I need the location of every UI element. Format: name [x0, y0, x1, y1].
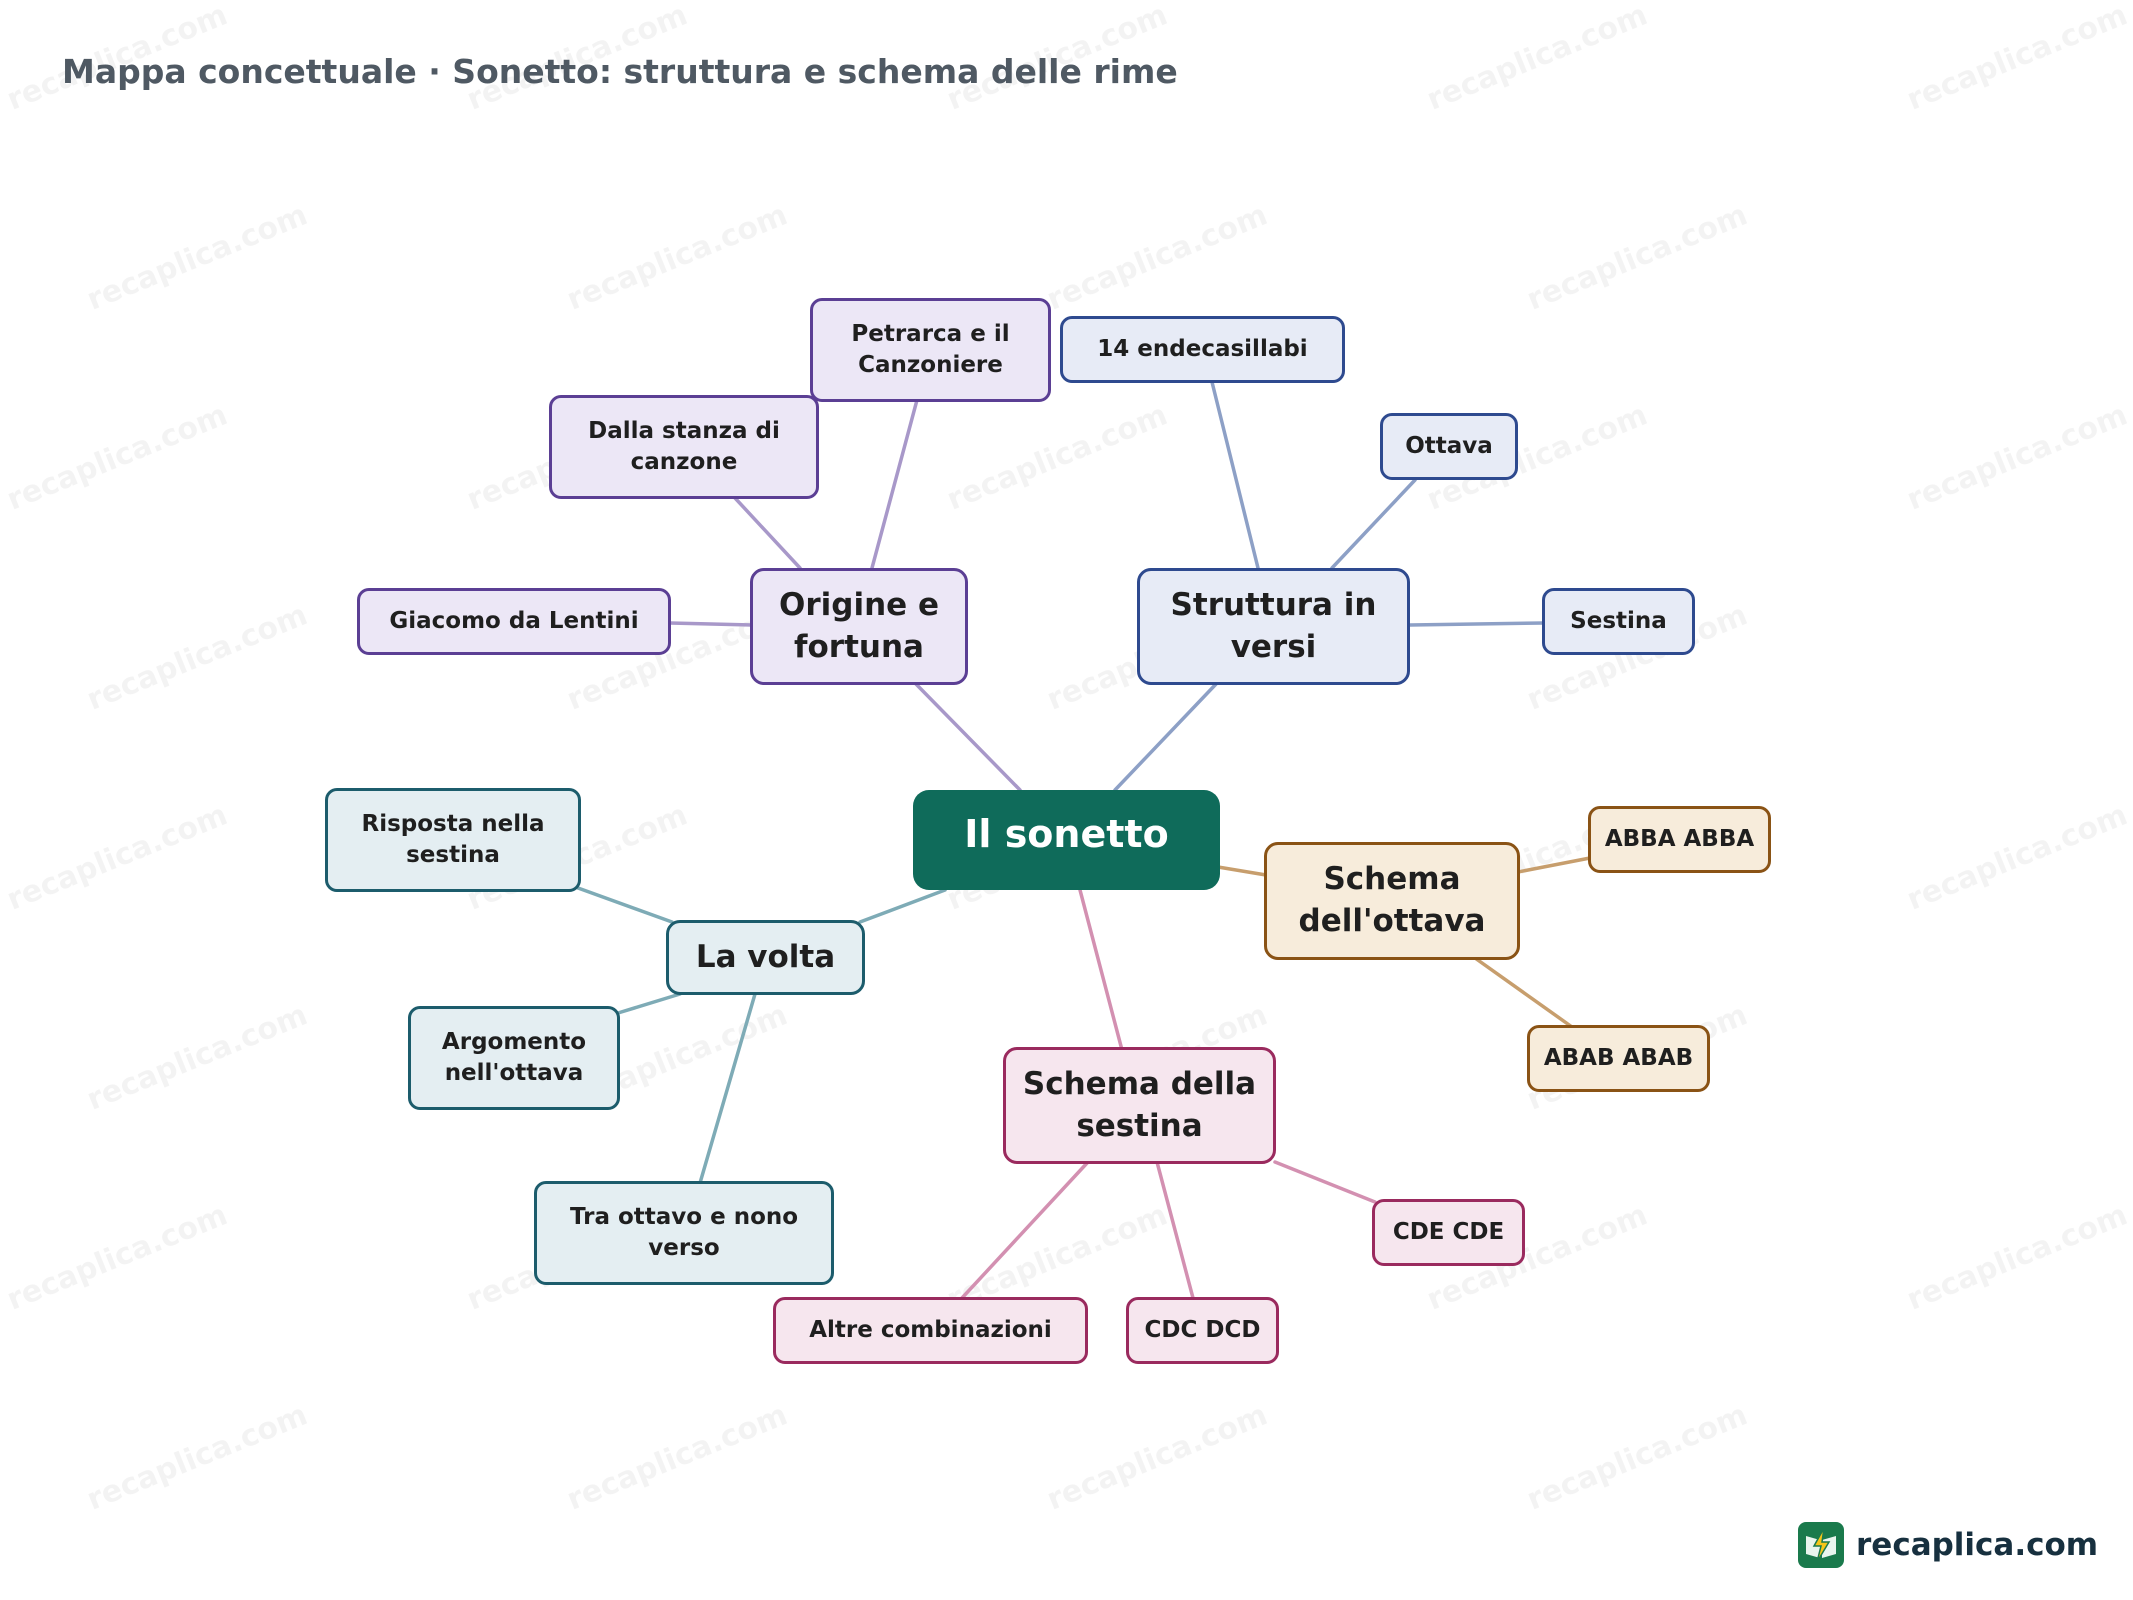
branch-schema-sestina-label: Schema della sestina: [1022, 1065, 1257, 1144]
branch-volta[interactable]: La volta: [666, 920, 865, 995]
root-label: Il sonetto: [964, 812, 1169, 857]
edge-sestina-cdc: [1155, 1160, 1195, 1300]
edge-root-struttura: [1113, 681, 1219, 792]
leaf-risposta[interactable]: Risposta nella sestina: [325, 788, 581, 892]
edge-volta-argomento: [616, 992, 682, 1015]
leaf-giacomo[interactable]: Giacomo da Lentini: [357, 588, 671, 655]
edge-origine-giacomo: [668, 621, 754, 627]
branch-struttura[interactable]: Struttura in versi: [1137, 568, 1410, 685]
branch-volta-label: La volta: [695, 938, 836, 975]
leaf-giacomo-label: Giacomo da Lentini: [389, 607, 639, 634]
edge-sestina-cde: [1273, 1160, 1377, 1204]
edge-origine-petrarca: [870, 398, 919, 570]
leaf-abba[interactable]: ABBA ABBA: [1588, 806, 1771, 873]
root-node[interactable]: Il sonetto: [913, 790, 1220, 890]
leaf-argomento-label: Argomento nell'ottava: [441, 1028, 587, 1086]
leaf-altre[interactable]: Altre combinazioni: [773, 1297, 1088, 1364]
leaf-abab-label: ABAB ABAB: [1543, 1044, 1694, 1071]
branch-schema-sestina[interactable]: Schema della sestina: [1003, 1047, 1276, 1164]
leaf-cdc-label: CDC DCD: [1144, 1316, 1261, 1343]
leaf-argomento[interactable]: Argomento nell'ottava: [408, 1006, 620, 1110]
edge-struttura-sestina: [1408, 621, 1546, 627]
edge-origine-stanza: [733, 496, 802, 570]
leaf-abba-label: ABBA ABBA: [1604, 825, 1755, 852]
leaf-stanza-label: Dalla stanza di canzone: [588, 417, 780, 475]
leaf-abab[interactable]: ABAB ABAB: [1527, 1025, 1710, 1092]
edge-root-volta: [858, 888, 947, 924]
leaf-cde-label: CDE CDE: [1392, 1218, 1505, 1245]
branch-origine[interactable]: Origine e fortuna: [750, 568, 968, 685]
leaf-stanza[interactable]: Dalla stanza di canzone: [549, 395, 819, 499]
brand-logo[interactable]: recaplica.com: [1798, 1522, 2098, 1568]
edge-root-ottava: [1216, 865, 1268, 877]
edge-ottava-abab: [1473, 956, 1574, 1029]
edge-root-sestina: [1078, 888, 1124, 1052]
edge-volta-tra: [698, 992, 757, 1185]
edge-struttura-14: [1210, 380, 1260, 570]
leaf-tra-ottavo[interactable]: Tra ottavo e nono verso: [534, 1181, 834, 1285]
lightning-book-icon: [1798, 1522, 1844, 1568]
edge-volta-risposta: [576, 886, 674, 924]
leaf-ottava[interactable]: Ottava: [1380, 413, 1518, 480]
leaf-sestina-label: Sestina: [1570, 607, 1667, 634]
leaf-14-endecasillabi-label: 14 endecasillabi: [1097, 335, 1308, 362]
edge-struttura-ottava: [1330, 478, 1417, 570]
page-title: Mappa concettuale · Sonetto: struttura e…: [62, 52, 1178, 91]
branch-schema-ottava[interactable]: Schema dell'ottava: [1264, 842, 1520, 960]
leaf-14-endecasillabi[interactable]: 14 endecasillabi: [1060, 316, 1345, 383]
leaf-cdc[interactable]: CDC DCD: [1126, 1297, 1279, 1364]
leaf-ottava-label: Ottava: [1405, 432, 1493, 459]
branch-struttura-label: Struttura in versi: [1170, 586, 1377, 665]
leaf-petrarca[interactable]: Petrarca e il Canzoniere: [810, 298, 1051, 402]
branch-schema-ottava-label: Schema dell'ottava: [1298, 861, 1486, 939]
leaf-altre-label: Altre combinazioni: [809, 1316, 1052, 1343]
branch-origine-label: Origine e fortuna: [779, 586, 939, 665]
leaf-sestina[interactable]: Sestina: [1542, 588, 1695, 655]
edge-ottava-abba: [1516, 856, 1592, 874]
leaf-cde[interactable]: CDE CDE: [1372, 1199, 1525, 1266]
edge-root-origine: [913, 681, 1022, 792]
edge-sestina-altre: [960, 1160, 1090, 1300]
brand-logo-text: recaplica.com: [1856, 1527, 2099, 1563]
leaf-risposta-label: Risposta nella sestina: [361, 810, 545, 868]
leaf-petrarca-label: Petrarca e il Canzoniere: [851, 320, 1010, 378]
leaf-tra-ottavo-label: Tra ottavo e nono verso: [569, 1203, 799, 1261]
